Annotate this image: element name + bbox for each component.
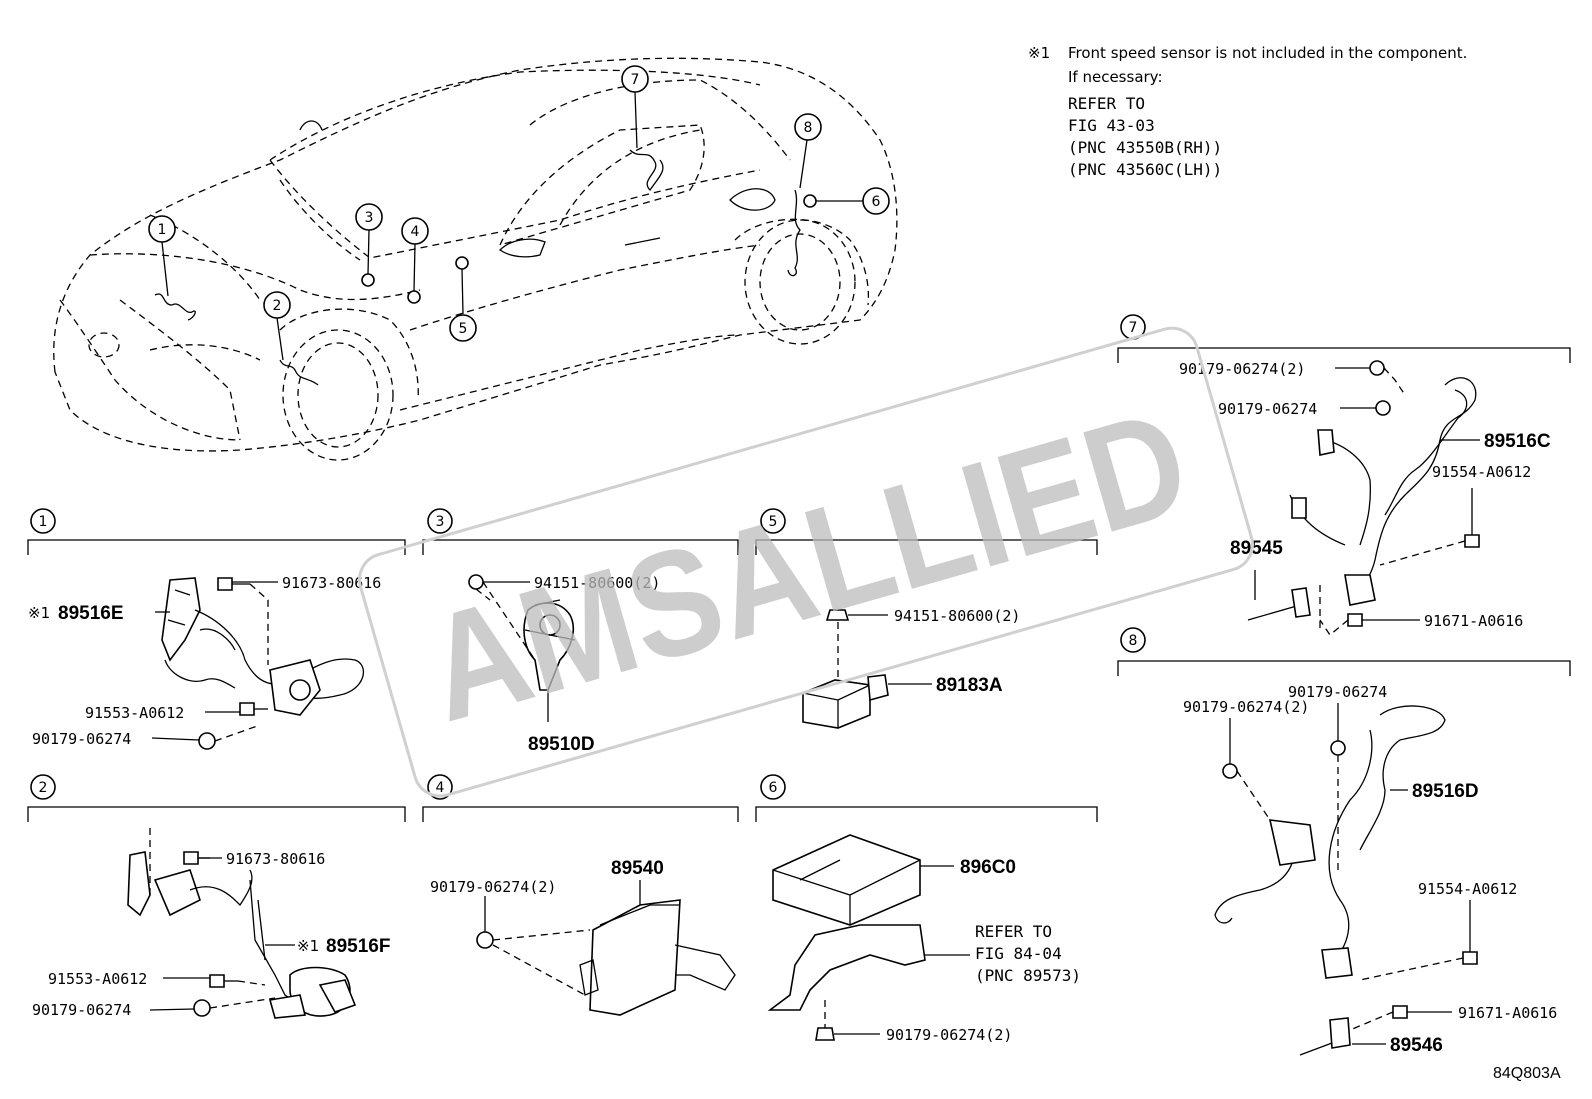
- watermark: AMSALLIED: [358, 326, 1254, 798]
- figure-code: 84Q803A: [1493, 1065, 1561, 1082]
- ref-line: FIG 84-04: [975, 944, 1062, 963]
- fastener-label: 91673-80616: [226, 850, 325, 868]
- section-number: 5: [769, 514, 778, 530]
- fastener-label: 94151-80600(2): [534, 574, 660, 592]
- note-ref-line: (PNC 43560C(LH)): [1068, 160, 1222, 179]
- svg-text:5: 5: [459, 321, 468, 337]
- part-number: 89183A: [936, 675, 1003, 696]
- note-mark: ※1: [28, 604, 50, 622]
- part-number: 89510D: [528, 734, 595, 755]
- section-6: 6 896C0 REFER TO FIG 84-04 (PNC 89573) 9…: [755, 774, 1098, 1044]
- part-number: 89546: [1390, 1035, 1443, 1056]
- fastener-label: 90179-06274: [1288, 683, 1387, 701]
- part-number: 89516F: [326, 936, 390, 957]
- note-ref-line: (PNC 43550B(RH)): [1068, 138, 1222, 157]
- car-callout-1: 1: [148, 215, 176, 243]
- fastener-label: 91553-A0612: [48, 970, 147, 988]
- car-callout-6: 6: [862, 187, 890, 215]
- car-callout-5: 5: [449, 314, 477, 342]
- section-number: 1: [39, 514, 48, 530]
- fastener-label: 94151-80600(2): [894, 607, 1020, 625]
- section-number: 3: [436, 514, 445, 530]
- fastener-label: 91673-80616: [282, 574, 381, 592]
- section-2: 2 91673-80616 91553-A0612 90179-06274 ※1…: [27, 774, 406, 1019]
- fastener-label: 91553-A0612: [85, 704, 184, 722]
- note-line1: Front speed sensor is not included in th…: [1068, 44, 1467, 62]
- svg-text:6: 6: [872, 194, 881, 210]
- fastener-label: 90179-06274(2): [430, 878, 556, 896]
- fastener-label: 90179-06274(2): [1179, 360, 1305, 378]
- section-1: 1 91673-80616 91553-A0612 90179-06274 ※1…: [27, 508, 406, 750]
- note-ref-line: REFER TO: [1068, 94, 1145, 113]
- ref-line: (PNC 89573): [975, 966, 1081, 985]
- section-number: 8: [1129, 633, 1138, 649]
- note-mark: ※1: [1028, 44, 1050, 62]
- section-5: 5 94151-80600(2) 89183A: [755, 508, 1098, 729]
- car-callout-4: 4: [401, 217, 429, 245]
- fastener-label: 91554-A0612: [1432, 463, 1531, 481]
- section-8: 8 90179-06274 90179-06274(2) 91554-A0612…: [1117, 627, 1571, 1056]
- note-mark: ※1: [297, 937, 319, 955]
- fastener-label: 90179-06274: [1218, 400, 1317, 418]
- car-callout-7: 7: [621, 65, 649, 93]
- fastener-label: 90179-06274(2): [886, 1026, 1012, 1044]
- note-ref-line: FIG 43-03: [1068, 116, 1155, 135]
- section-number: 6: [769, 780, 778, 796]
- fastener-label: 91671-A0616: [1424, 612, 1523, 630]
- part-number: 89516E: [58, 603, 124, 624]
- car-callout-2: 2: [263, 291, 291, 319]
- svg-text:1: 1: [158, 222, 167, 238]
- car-callout-8: 8: [794, 113, 822, 141]
- section-4: 4 90179-06274(2) 89540: [422, 774, 739, 1016]
- fastener-label: 90179-06274(2): [1183, 698, 1309, 716]
- svg-text:3: 3: [365, 210, 374, 226]
- section-number: 4: [436, 780, 445, 796]
- part-number: 89516D: [1412, 781, 1479, 802]
- part-number: 89516C: [1484, 431, 1551, 452]
- svg-text:2: 2: [273, 298, 282, 314]
- fastener-label: 91554-A0612: [1418, 880, 1517, 898]
- section-number: 2: [39, 780, 48, 796]
- section-number: 7: [1129, 320, 1138, 336]
- svg-text:7: 7: [631, 72, 640, 88]
- part-number: 896C0: [960, 857, 1016, 878]
- part-number: 89545: [1230, 538, 1283, 559]
- car-callout-3: 3: [355, 203, 383, 231]
- section-7: 7 90179-06274(2) 90179-06274 91554-A0612…: [1117, 314, 1571, 636]
- section-3: 3 94151-80600(2) 89510D: [422, 508, 739, 755]
- fastener-label: 90179-06274: [32, 730, 131, 748]
- note-line2: If necessary:: [1068, 68, 1163, 86]
- front-sensor-note: ※1 Front speed sensor is not included in…: [1028, 44, 1467, 179]
- svg-text:8: 8: [804, 120, 813, 136]
- fastener-label: 90179-06274: [32, 1001, 131, 1019]
- fastener-label: 91671-A0616: [1458, 1004, 1557, 1022]
- svg-text:4: 4: [411, 224, 420, 240]
- ref-line: REFER TO: [975, 922, 1052, 941]
- part-number: 89540: [611, 858, 664, 879]
- car-illustration: 1 2 3 4 5 6 7 8: [53, 57, 898, 461]
